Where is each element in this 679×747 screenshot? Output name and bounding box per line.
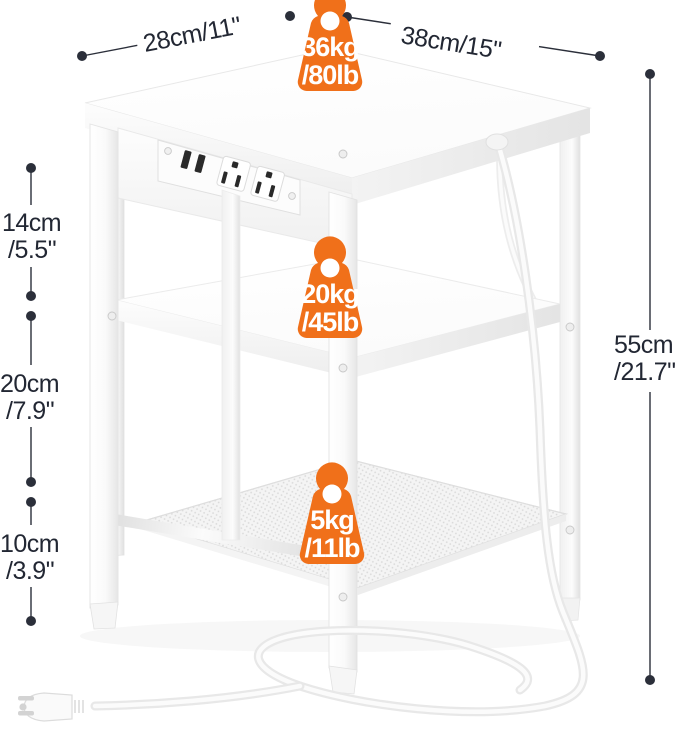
dimension-endpoints [26,11,655,685]
badge-kg: 20kg [301,279,359,309]
leg-mid-inner [221,189,241,541]
capacity-badge-bottom-shelf: 5kg /11lb [299,462,365,565]
ac-outlet-1 [216,155,251,192]
badge-kg: 36kg [301,32,359,62]
foot-pad [328,665,358,695]
plug-prong-flat [18,696,34,701]
screw-icon [288,192,296,200]
weight-icon [297,236,363,339]
plug-prong-ground [19,703,27,711]
badge-lb: /45lb [302,307,359,337]
cord-ribs [74,700,84,713]
label-tier-bottom-in: /3.9" [6,557,54,585]
label-tier-bottom-cm: 10cm [0,530,59,558]
tabletop-right-edge [352,108,590,205]
label-total-height-in: /21.7" [614,358,675,386]
label-masks [0,0,679,587]
plug-prong-flat [18,711,34,716]
badge-lb: /80lb [302,60,359,90]
table-illustration [18,47,592,722]
label-total-height-cm: 55cm [614,331,673,359]
weight-icon [299,462,365,565]
leg-center-front [328,149,358,695]
screw-icon [338,592,348,602]
power-panel-apron [117,127,353,251]
weight-icon [297,0,363,92]
ac-outlet-2 [250,165,285,202]
foot-pad [89,601,119,630]
screw-icon [565,525,575,535]
capacity-badge-middle-shelf: 20kg /45lb [297,236,363,339]
power-plug [18,692,73,722]
capacity-badge-top-surface: 36kg /80lb [297,0,363,92]
label-tier-middle-in: /7.9" [6,397,54,425]
screw-icon [338,149,348,159]
cord-grommet [485,133,509,151]
label-tier-top-in: /5.5" [8,236,56,264]
screw-icon [338,363,348,373]
screw-icon [565,322,575,332]
label-tier-middle-cm: 20cm [0,370,59,398]
leg-back-right [559,119,581,622]
leg-front-left [89,123,119,630]
badge-lb: /11lb [304,533,360,563]
label-tier-top-cm: 14cm [2,209,61,237]
power-cord [74,133,588,717]
badge-kg: 5kg [310,505,354,535]
screw-icon [107,311,117,321]
screw-icon [164,147,172,155]
usb-port-pair [180,150,206,173]
